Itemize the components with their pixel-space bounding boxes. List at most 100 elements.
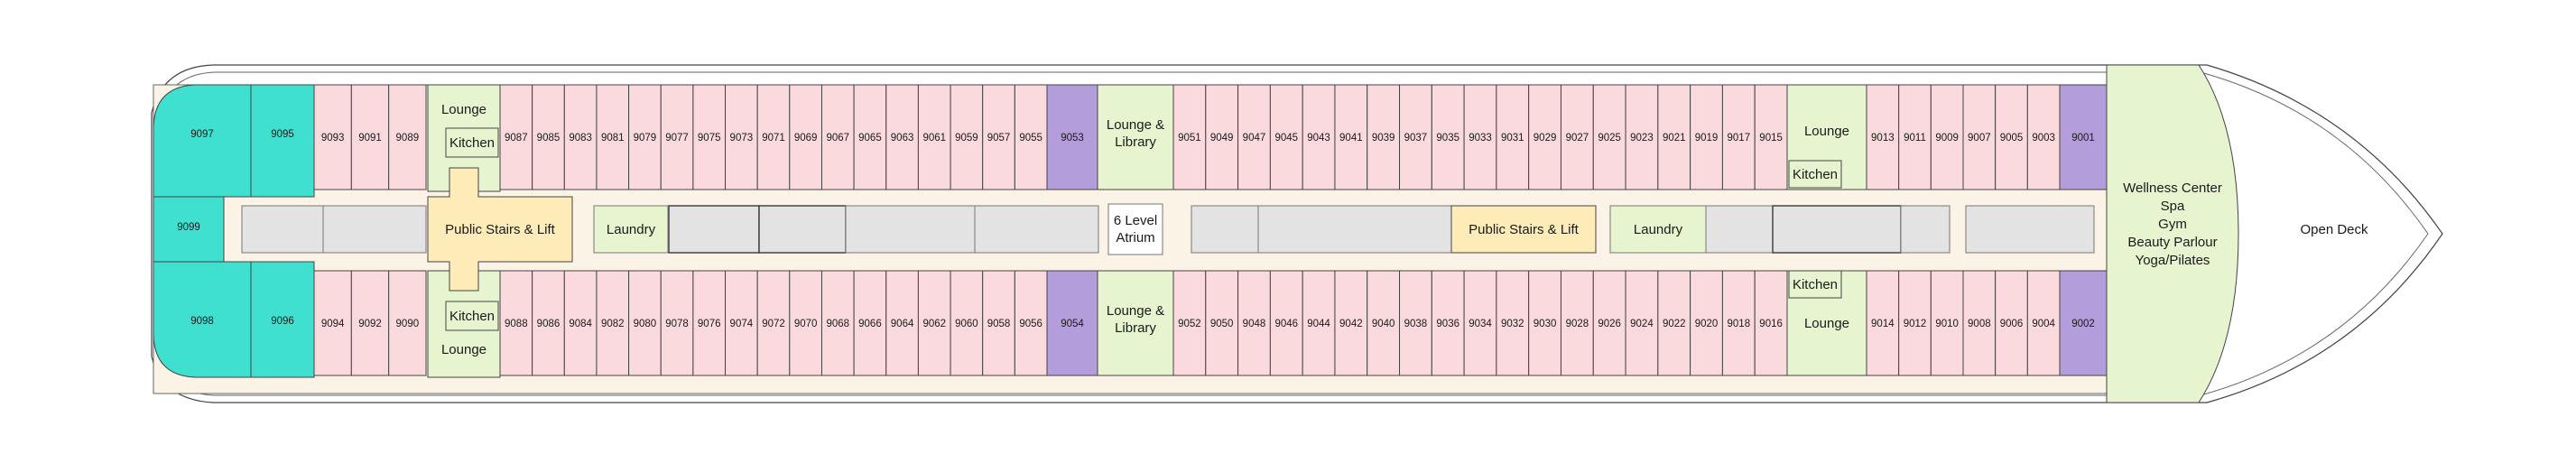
cabin-9011[interactable]: 9011 <box>1898 84 1932 190</box>
cabin-9014[interactable]: 9014 <box>1866 270 1900 376</box>
cabin-9004[interactable]: 9004 <box>2026 270 2061 376</box>
cabin-9022[interactable]: 9022 <box>1657 270 1691 376</box>
cabin-9046[interactable]: 9046 <box>1269 270 1303 376</box>
cabin-9088[interactable]: 9088 <box>499 270 533 376</box>
cabin-9063[interactable]: 9063 <box>885 84 919 190</box>
owner-suite-9097[interactable]: 9097 <box>153 84 252 198</box>
cabin-9050[interactable]: 9050 <box>1205 270 1239 376</box>
cabin-9074[interactable]: 9074 <box>725 270 758 376</box>
cabin-9070[interactable]: 9070 <box>789 270 822 376</box>
cabin-9089[interactable]: 9089 <box>388 84 427 190</box>
cabin-9021[interactable]: 9021 <box>1657 84 1691 190</box>
cabin-9010[interactable]: 9010 <box>1930 270 1964 376</box>
cabin-9034[interactable]: 9034 <box>1463 270 1497 376</box>
cabin-9028[interactable]: 9028 <box>1560 270 1594 376</box>
cabin-9072[interactable]: 9072 <box>756 270 791 376</box>
cabin-9051[interactable]: 9051 <box>1172 84 1207 190</box>
kitchen-bottom-left[interactable]: Kitchen <box>445 301 499 331</box>
cabin-9079[interactable]: 9079 <box>628 84 662 190</box>
suite-9054[interactable]: 9054 <box>1046 270 1098 376</box>
owner-suite-9099[interactable]: 9099 <box>153 196 225 263</box>
cabin-9080[interactable]: 9080 <box>628 270 662 376</box>
cabin-9058[interactable]: 9058 <box>982 270 1015 376</box>
public-stairs-lift-left[interactable]: Public Stairs & Lift <box>427 167 573 292</box>
cabin-9093[interactable]: 9093 <box>313 84 352 190</box>
cabin-9064[interactable]: 9064 <box>885 270 919 376</box>
cabin-9056[interactable]: 9056 <box>1014 270 1048 376</box>
cabin-9083[interactable]: 9083 <box>563 84 598 190</box>
cabin-9038[interactable]: 9038 <box>1399 270 1432 376</box>
owner-suite-9096[interactable]: 9096 <box>250 261 315 378</box>
cabin-9073[interactable]: 9073 <box>725 84 758 190</box>
cabin-9008[interactable]: 9008 <box>1962 270 1997 376</box>
cabin-9044[interactable]: 9044 <box>1302 270 1336 376</box>
cabin-9078[interactable]: 9078 <box>660 270 694 376</box>
cabin-9023[interactable]: 9023 <box>1625 84 1659 190</box>
cabin-9005[interactable]: 9005 <box>1995 84 2028 190</box>
cabin-9015[interactable]: 9015 <box>1754 84 1788 190</box>
cabin-9020[interactable]: 9020 <box>1690 270 1723 376</box>
cabin-9094[interactable]: 9094 <box>313 270 352 376</box>
cabin-9060[interactable]: 9060 <box>950 270 984 376</box>
owner-suite-9098[interactable]: 9098 <box>153 261 252 378</box>
cabin-9049[interactable]: 9049 <box>1205 84 1239 190</box>
cabin-9062[interactable]: 9062 <box>917 270 951 376</box>
cabin-9032[interactable]: 9032 <box>1496 270 1530 376</box>
cabin-9016[interactable]: 9016 <box>1754 270 1788 376</box>
cabin-9040[interactable]: 9040 <box>1367 270 1401 376</box>
cabin-9048[interactable]: 9048 <box>1237 270 1271 376</box>
suite-9002[interactable]: 9002 <box>2059 270 2108 376</box>
cabin-9018[interactable]: 9018 <box>1721 270 1756 376</box>
kitchen-bottom-right[interactable]: Kitchen <box>1788 270 1842 299</box>
cabin-9061[interactable]: 9061 <box>917 84 951 190</box>
cabin-9045[interactable]: 9045 <box>1269 84 1303 190</box>
atrium[interactable]: 6 Level Atrium <box>1107 203 1163 255</box>
cabin-9006[interactable]: 9006 <box>1995 270 2028 376</box>
cabin-9017[interactable]: 9017 <box>1721 84 1756 190</box>
cabin-9013[interactable]: 9013 <box>1866 84 1900 190</box>
wellness-center[interactable]: Wellness Center Spa Gym Beauty Parlour Y… <box>2106 64 2239 403</box>
public-stairs-lift-right[interactable]: Public Stairs & Lift <box>1450 205 1597 254</box>
cabin-9024[interactable]: 9024 <box>1625 270 1659 376</box>
laundry-left[interactable]: Laundry <box>593 205 669 254</box>
cabin-9067[interactable]: 9067 <box>820 84 855 190</box>
cabin-9055[interactable]: 9055 <box>1014 84 1048 190</box>
cabin-9090[interactable]: 9090 <box>388 270 427 376</box>
cabin-9052[interactable]: 9052 <box>1172 270 1207 376</box>
cabin-9039[interactable]: 9039 <box>1367 84 1401 190</box>
cabin-9036[interactable]: 9036 <box>1431 270 1465 376</box>
cabin-9091[interactable]: 9091 <box>350 84 390 190</box>
cabin-9009[interactable]: 9009 <box>1930 84 1964 190</box>
cabin-9076[interactable]: 9076 <box>692 270 727 376</box>
cabin-9087[interactable]: 9087 <box>499 84 533 190</box>
cabin-9041[interactable]: 9041 <box>1334 84 1368 190</box>
cabin-9030[interactable]: 9030 <box>1528 270 1561 376</box>
cabin-9092[interactable]: 9092 <box>350 270 390 376</box>
kitchen-top-left[interactable]: Kitchen <box>445 127 499 158</box>
cabin-9047[interactable]: 9047 <box>1237 84 1271 190</box>
cabin-9081[interactable]: 9081 <box>596 84 630 190</box>
cabin-9071[interactable]: 9071 <box>756 84 791 190</box>
cabin-9084[interactable]: 9084 <box>563 270 598 376</box>
cabin-9003[interactable]: 9003 <box>2026 84 2061 190</box>
cabin-9012[interactable]: 9012 <box>1898 270 1932 376</box>
cabin-9077[interactable]: 9077 <box>660 84 694 190</box>
lounge-library-top[interactable]: Lounge & Library <box>1097 84 1174 190</box>
cabin-9065[interactable]: 9065 <box>853 84 887 190</box>
cabin-9007[interactable]: 9007 <box>1962 84 1997 190</box>
cabin-9042[interactable]: 9042 <box>1334 270 1368 376</box>
cabin-9027[interactable]: 9027 <box>1560 84 1594 190</box>
cabin-9019[interactable]: 9019 <box>1690 84 1723 190</box>
cabin-9029[interactable]: 9029 <box>1528 84 1561 190</box>
cabin-9069[interactable]: 9069 <box>789 84 822 190</box>
suite-9053[interactable]: 9053 <box>1046 84 1098 190</box>
lounge-library-bottom[interactable]: Lounge & Library <box>1097 270 1174 376</box>
cabin-9043[interactable]: 9043 <box>1302 84 1336 190</box>
cabin-9031[interactable]: 9031 <box>1496 84 1530 190</box>
cabin-9026[interactable]: 9026 <box>1592 270 1626 376</box>
owner-suite-9095[interactable]: 9095 <box>250 84 315 198</box>
cabin-9037[interactable]: 9037 <box>1399 84 1432 190</box>
cabin-9086[interactable]: 9086 <box>532 270 565 376</box>
cabin-9066[interactable]: 9066 <box>853 270 887 376</box>
kitchen-top-right[interactable]: Kitchen <box>1788 160 1842 189</box>
